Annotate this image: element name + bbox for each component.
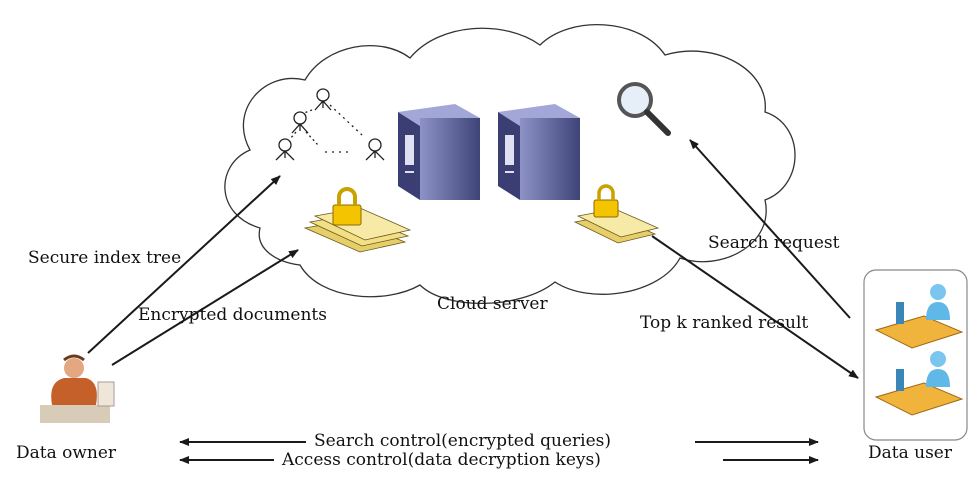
secure-index-arrow xyxy=(87,175,281,354)
top-k-ranked-result-label: Top k ranked result xyxy=(640,313,809,333)
top-k-result-arrow xyxy=(651,235,859,379)
search-request-arrow xyxy=(689,139,851,319)
data-user-icon-bottom xyxy=(874,351,964,416)
data-user-box xyxy=(863,269,968,441)
encrypted-documents-icon xyxy=(303,187,412,253)
server-left-icon xyxy=(398,104,480,200)
encrypted-documents-arrow xyxy=(111,249,299,366)
secure-index-tree-label: Secure index tree xyxy=(28,248,182,268)
data-owner-icon xyxy=(40,354,115,423)
server-right-icon xyxy=(498,104,580,200)
cloud-server-label: Cloud server xyxy=(437,294,548,314)
data-user-label: Data user xyxy=(868,443,952,463)
data-owner-label: Data owner xyxy=(16,443,117,463)
index-tree-icon xyxy=(275,88,385,161)
search-control-label: Search control(encrypted queries) xyxy=(314,431,612,451)
search-request-label: Search request xyxy=(708,233,840,253)
magnifier-icon xyxy=(617,82,671,136)
encrypted-result-icon xyxy=(573,184,660,244)
data-user-icon-top xyxy=(874,284,964,349)
access-control-label: Access control(data decryption keys) xyxy=(282,450,601,470)
encrypted-documents-label: Encrypted documents xyxy=(138,305,327,325)
